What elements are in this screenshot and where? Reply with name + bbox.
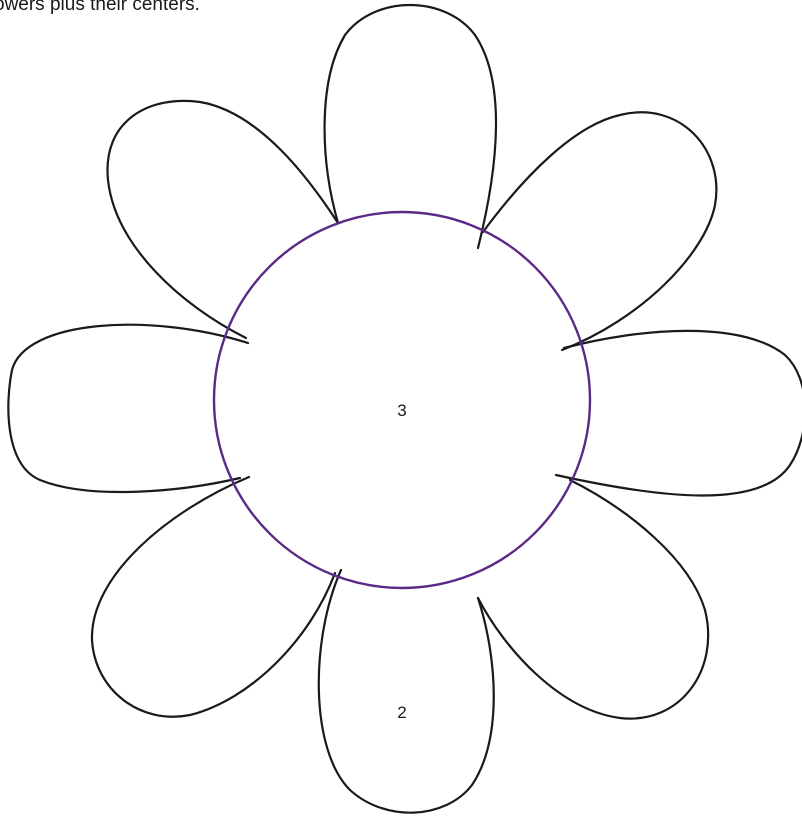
center-number-label: 3 — [397, 401, 406, 420]
petal-upper-right — [483, 112, 716, 350]
petal-number-label: 2 — [397, 703, 406, 722]
petal-right — [556, 331, 802, 496]
petal-bottom — [319, 570, 494, 813]
petal-left — [8, 325, 248, 492]
petal-lower-left — [92, 477, 335, 717]
petal-upper-left — [107, 101, 338, 338]
petal-lower-right — [478, 480, 708, 719]
flower-center-circle — [214, 212, 590, 588]
